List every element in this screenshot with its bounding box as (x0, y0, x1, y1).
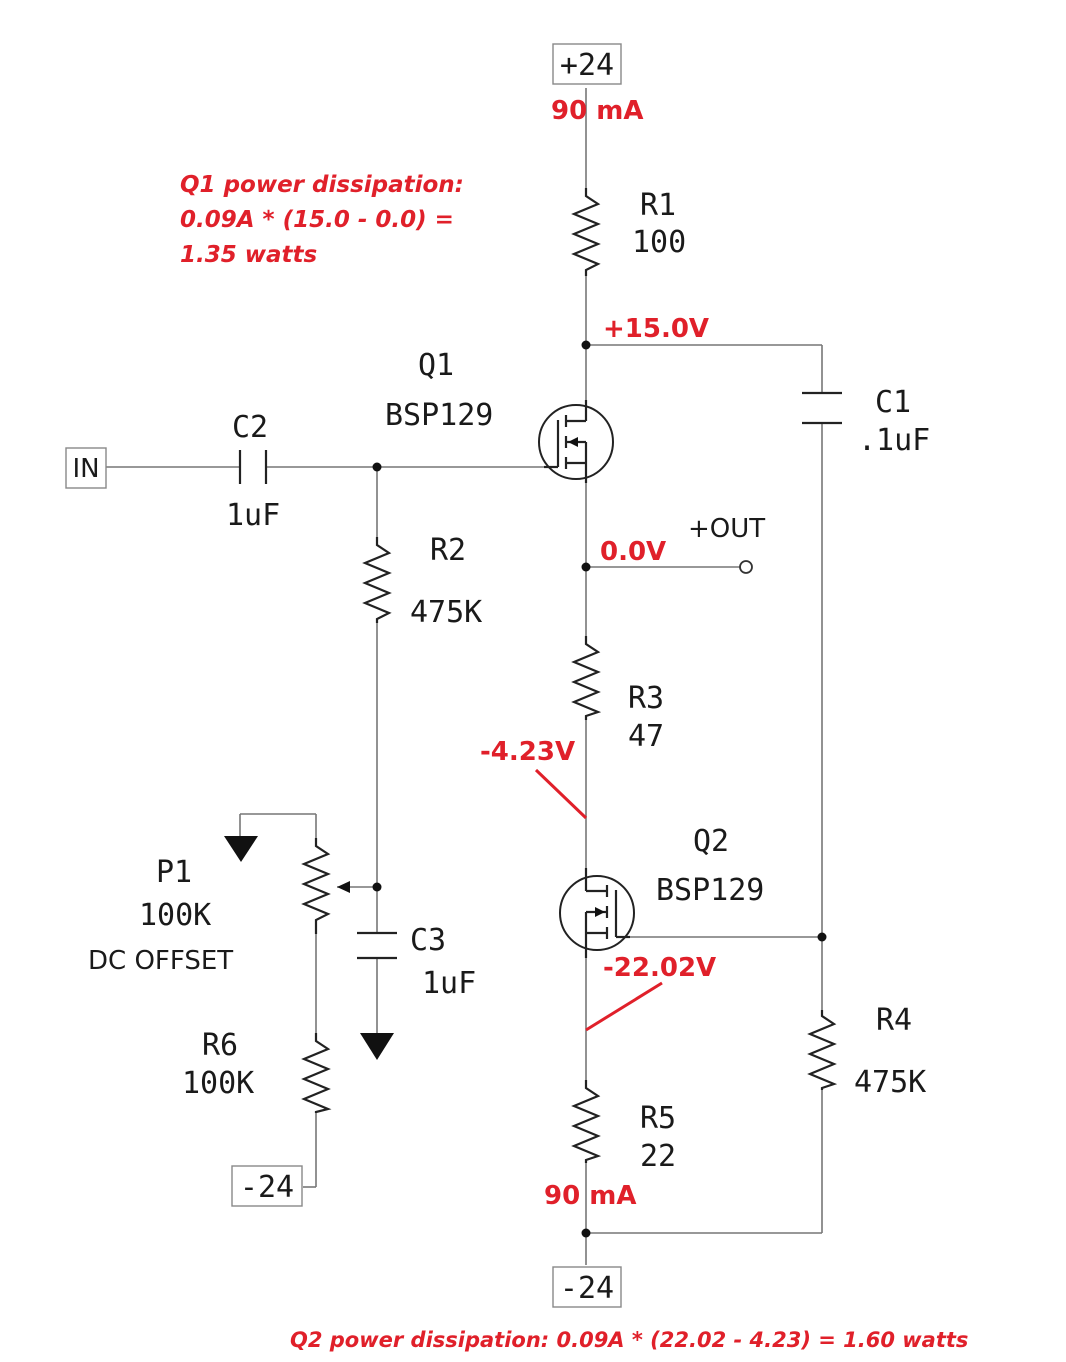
r5-resistor-symbol (571, 1080, 602, 1163)
junction-dots (372, 340, 827, 1238)
c1-name: C1 (875, 385, 911, 420)
c2-name: C2 (232, 410, 268, 445)
output-label: +OUT (688, 514, 765, 544)
r5-name: R5 (640, 1101, 676, 1136)
bottom-rail-label: -24 (560, 1271, 614, 1306)
c3-value: 1uF (422, 966, 476, 1001)
r2-name: R2 (430, 533, 466, 568)
output-voltage: 0.0V (600, 537, 666, 567)
q1-mosfet-symbol (538, 400, 614, 483)
r1-value: 100 (632, 225, 686, 260)
r3-name: R3 (628, 681, 664, 716)
ground-icon (224, 836, 258, 862)
p1-potentiometer-symbol (301, 838, 350, 934)
output-terminal (739, 560, 753, 574)
ground-icon (360, 1033, 394, 1060)
pointer-line (534, 768, 588, 820)
q1-dissipation-line2: 0.09A * (15.0 - 0.0) = (180, 207, 454, 233)
node-voltage-15v: +15.0V (603, 314, 709, 344)
c3-name: C3 (410, 923, 446, 958)
c1-capacitor-symbol (802, 391, 842, 425)
q2-part: BSP129 (656, 873, 764, 908)
q1-dissipation-line1: Q1 power dissipation: (180, 172, 464, 198)
input-label: IN (72, 454, 99, 484)
r4-name: R4 (876, 1003, 912, 1038)
r2-resistor-symbol (362, 537, 392, 623)
q1-part: BSP129 (385, 398, 493, 433)
r1-name: R1 (640, 188, 676, 223)
node-voltage-r3-q2: -4.23V (480, 737, 575, 767)
p1-function: DC OFFSET (88, 946, 233, 976)
r4-value: 475K (854, 1065, 926, 1100)
q2-mosfet-symbol (559, 868, 635, 958)
q1-name: Q1 (418, 348, 454, 383)
node-voltage-q2-r5: -22.02V (603, 953, 716, 983)
r6-supply-label: -24 (240, 1170, 294, 1205)
r4-resistor-symbol (807, 1010, 838, 1090)
q2-dissipation-note: Q2 power dissipation: 0.09A * (22.02 - 4… (290, 1328, 968, 1352)
r5-value: 22 (640, 1139, 676, 1174)
p1-value: 100K (139, 898, 211, 933)
bottom-current-label: 90 mA (544, 1181, 636, 1211)
top-current-label: 90 mA (551, 96, 643, 126)
wiring (106, 88, 823, 1265)
r3-resistor-symbol (571, 636, 602, 720)
q1-dissipation-line3: 1.35 watts (180, 242, 317, 268)
r1-resistor-symbol (571, 188, 601, 276)
r3-value: 47 (628, 719, 664, 754)
q2-name: Q2 (693, 824, 729, 859)
top-rail-label: +24 (560, 48, 614, 83)
c1-value: .1uF (858, 423, 930, 458)
p1-name: P1 (156, 855, 192, 890)
pointer-line (585, 981, 663, 1032)
r6-name: R6 (202, 1028, 238, 1063)
r2-value: 475K (410, 595, 482, 630)
c3-capacitor-symbol (357, 931, 397, 960)
c2-capacitor-symbol (238, 450, 268, 484)
c2-value: 1uF (226, 498, 280, 533)
r6-resistor-symbol (301, 1033, 332, 1114)
r6-value: 100K (182, 1066, 254, 1101)
